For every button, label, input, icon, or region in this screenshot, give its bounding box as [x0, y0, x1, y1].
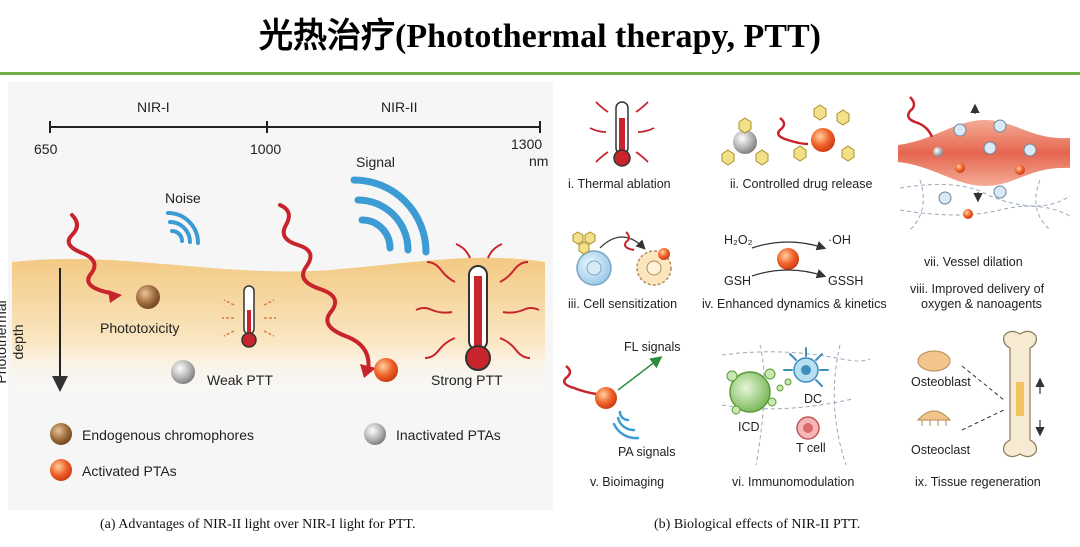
- caption-b: (b) Biological effects of NIR-II PTT.: [654, 517, 861, 532]
- weak-ptt-label: Weak PTT: [207, 372, 273, 388]
- effect-dynamics-kinetics: iv. Enhanced dynamics & kinetics: [702, 297, 887, 311]
- effect-vessel-dilation: vii. Vessel dilation: [924, 255, 1023, 269]
- osteoblast-label: Osteoblast: [911, 375, 971, 389]
- legend-activated: Activated PTAs: [82, 463, 177, 479]
- effect-oxygen-nanoagents: oxygen & nanoagents: [921, 297, 1042, 311]
- legend-inactivated: Inactivated PTAs: [396, 427, 501, 443]
- pa-signals-label: PA signals: [618, 445, 676, 459]
- caption-a: (a) Advantages of NIR-II light over NIR-…: [100, 517, 416, 532]
- gsh-label: GSH: [724, 274, 752, 288]
- gssh-label: GSSH: [828, 274, 864, 288]
- effect-drug-release: ii. Controlled drug release: [730, 177, 873, 191]
- effect-immunomodulation: vi. Immunomodulation: [732, 475, 855, 489]
- effect-thermal-ablation: i. Thermal ablation: [568, 177, 671, 191]
- noise-label: Noise: [165, 190, 201, 206]
- page-title: 光热治疗(Photothermal therapy, PTT): [259, 18, 821, 55]
- tcell-label: T cell: [796, 441, 826, 455]
- oh-label: ·OH: [828, 233, 851, 247]
- effect-bioimaging: v. Bioimaging: [590, 475, 665, 489]
- osteoclast-label: Osteoclast: [911, 443, 971, 457]
- title-divider: [0, 72, 1080, 75]
- effect-improved-delivery: viii. Improved delivery of: [910, 282, 1045, 296]
- effect-cell-sensitization: iii. Cell sensitization: [568, 297, 678, 311]
- strong-ptt-label: Strong PTT: [431, 372, 503, 388]
- band-nir-ii: NIR-II: [381, 99, 418, 115]
- legend-endogenous: Endogenous chromophores: [82, 427, 255, 443]
- signal-label: Signal: [356, 154, 395, 170]
- tick-1300: 1300: [511, 136, 543, 152]
- icd-label: ICD: [738, 420, 760, 434]
- depth-axis-label: Photothermal depth: [0, 300, 26, 384]
- fl-signals-label: FL signals: [624, 340, 681, 354]
- tick-1000: 1000: [250, 141, 282, 157]
- unit-nm: nm: [529, 153, 549, 169]
- effect-tissue-regeneration: ix. Tissue regeneration: [915, 475, 1041, 489]
- h2o2-label: H₂O₂: [724, 233, 753, 247]
- band-nir-i: NIR-I: [137, 99, 170, 115]
- tick-650: 650: [34, 141, 58, 157]
- phototoxicity-label: Phototoxicity: [100, 320, 180, 336]
- dc-label: DC: [804, 392, 823, 406]
